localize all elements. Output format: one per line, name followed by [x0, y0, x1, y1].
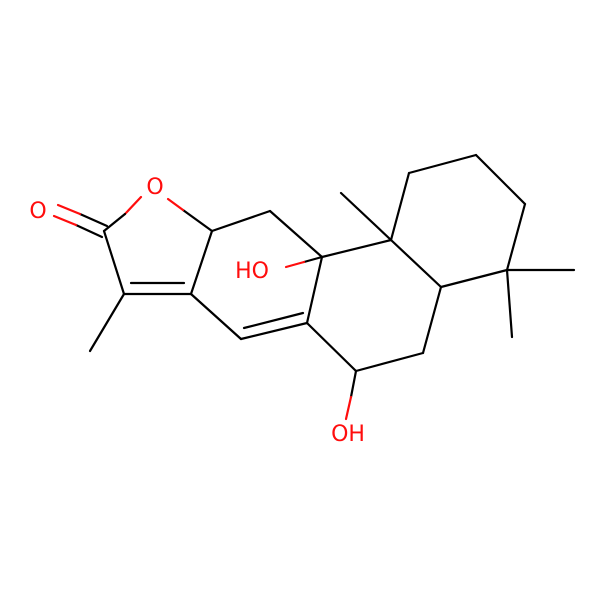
- bond-c10a-c1: [389, 171, 411, 242]
- bond-c1-c2r: [407, 153, 478, 175]
- hydroxyl-lower-label: OH: [331, 422, 365, 447]
- bond-c2r-c3r: [474, 153, 527, 206]
- bond-c8a-c10a: [320, 238, 393, 259]
- bond-carbonyl-1-red: [52, 214, 78, 227]
- bond-c8a-oh-red: [284, 260, 306, 269]
- bond-c3a-c9a: [189, 229, 214, 296]
- bond-carbonyl-1: [74, 223, 104, 239]
- bond-c3r-c4r: [505, 202, 527, 272]
- bond-c8a-oh: [302, 255, 324, 264]
- bond-c5-c6: [354, 351, 425, 373]
- carbonyl-oxygen-label: O: [29, 199, 46, 224]
- bond-c8a-c4a: [305, 255, 324, 325]
- bond-c3-methyl: [88, 292, 126, 353]
- bond-c6-oh: [349, 369, 358, 399]
- bond-c10a-c4b: [389, 238, 443, 289]
- ring-oxygen-label: O: [146, 175, 163, 200]
- atom-label-layer: O O HO OH: [29, 175, 365, 447]
- bond-c9a-o1: [181, 208, 214, 233]
- hydroxyl-upper-label: HO: [235, 259, 269, 284]
- bond-c4-c4a-double: [242, 311, 305, 330]
- bond-c4-c4a: [239, 321, 309, 341]
- bond-c9-c8a: [268, 209, 324, 259]
- bond-carbonyl-2-red: [56, 203, 82, 216]
- bond-carbonyl-2: [78, 212, 109, 228]
- bond-c4r-methyl-b: [505, 268, 514, 339]
- bond-o1-c2-red: [123, 195, 143, 216]
- bond-c6-c4a: [305, 321, 358, 373]
- bond-o1-c9a-red: [166, 197, 185, 212]
- bond-c3a-c4: [189, 292, 243, 341]
- bond-c4b-c5: [421, 285, 443, 355]
- bond-c6-oh-red: [344, 395, 353, 421]
- bond-c9a-c9: [210, 209, 272, 233]
- bond-layer: [52, 153, 576, 421]
- bond-c4r-c4b: [439, 268, 509, 289]
- bond-o1-c2: [102, 212, 127, 233]
- bond-c2-c3: [102, 229, 126, 296]
- bond-c10a-methyl: [339, 191, 393, 242]
